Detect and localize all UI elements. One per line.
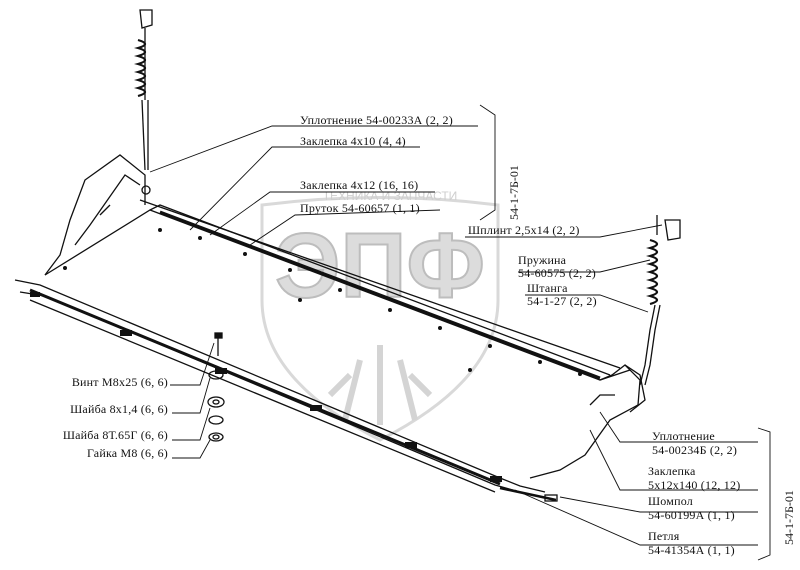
callout-rod-name: Штанга [527,281,568,295]
group-code-bottom: 54-1-7Б-01 [782,490,796,545]
group-code-top: 54-1-7Б-01 [507,165,521,220]
watermark-letters: ЭПФ [275,215,485,317]
callout-spring-code: 54-60575 (2, 2) [518,266,596,280]
callout-pin-name: Шомпол [648,494,693,508]
callout-hinge-name: Петля [648,529,680,543]
callout-screw: Винт М8х25 (6, 6) [71,375,168,389]
callout-bar: Пруток 54-60657 (1, 1) [300,201,420,215]
frame [14,154,646,502]
right-rod-spring [639,215,681,386]
callout-rivet-4x12: Заклепка 4х12 (16, 16) [300,178,419,192]
callout-seal-bottom-code: 54-00234Б (2, 2) [652,443,738,457]
left-rod-spring [133,9,153,195]
callout-rod-code: 54-1-27 (2, 2) [527,294,597,308]
callout-seal-top: Уплотнение 54-00233А (2, 2) [300,113,453,127]
callout-rivet-long-name: Заклепка [648,464,696,478]
callout-nut: Гайка М8 (6, 6) [86,446,168,460]
watermark-brand: ТЕХНИКА И ЗАПЧАСТИ [323,189,458,203]
callout-seal-bottom-name: Уплотнение [652,429,715,443]
callout-spring-name: Пружина [518,253,567,267]
callout-rivet-long-code: 5х12х140 (12, 12) [648,478,741,492]
callout-hinge-code: 54-41354А (1, 1) [648,543,735,557]
callout-pin-code: 54-60199А (1, 1) [648,508,735,522]
fastener-stack [207,332,225,442]
leader-lines [149,104,771,561]
callout-rivet-4x10: Заклепка 4х10 (4, 4) [300,134,406,148]
callout-washer-flat: Шайба 8х1,4 (6, 6) [70,402,168,416]
watermark-emblem: ЭПФ ТЕХНИКА И ЗАПЧАСТИ [260,189,500,442]
callout-cotter-pin: Шплинт 2,5х14 (2, 2) [468,223,580,237]
callout-washer-spring: Шайба 8Т.65Г (6, 6) [62,428,168,442]
